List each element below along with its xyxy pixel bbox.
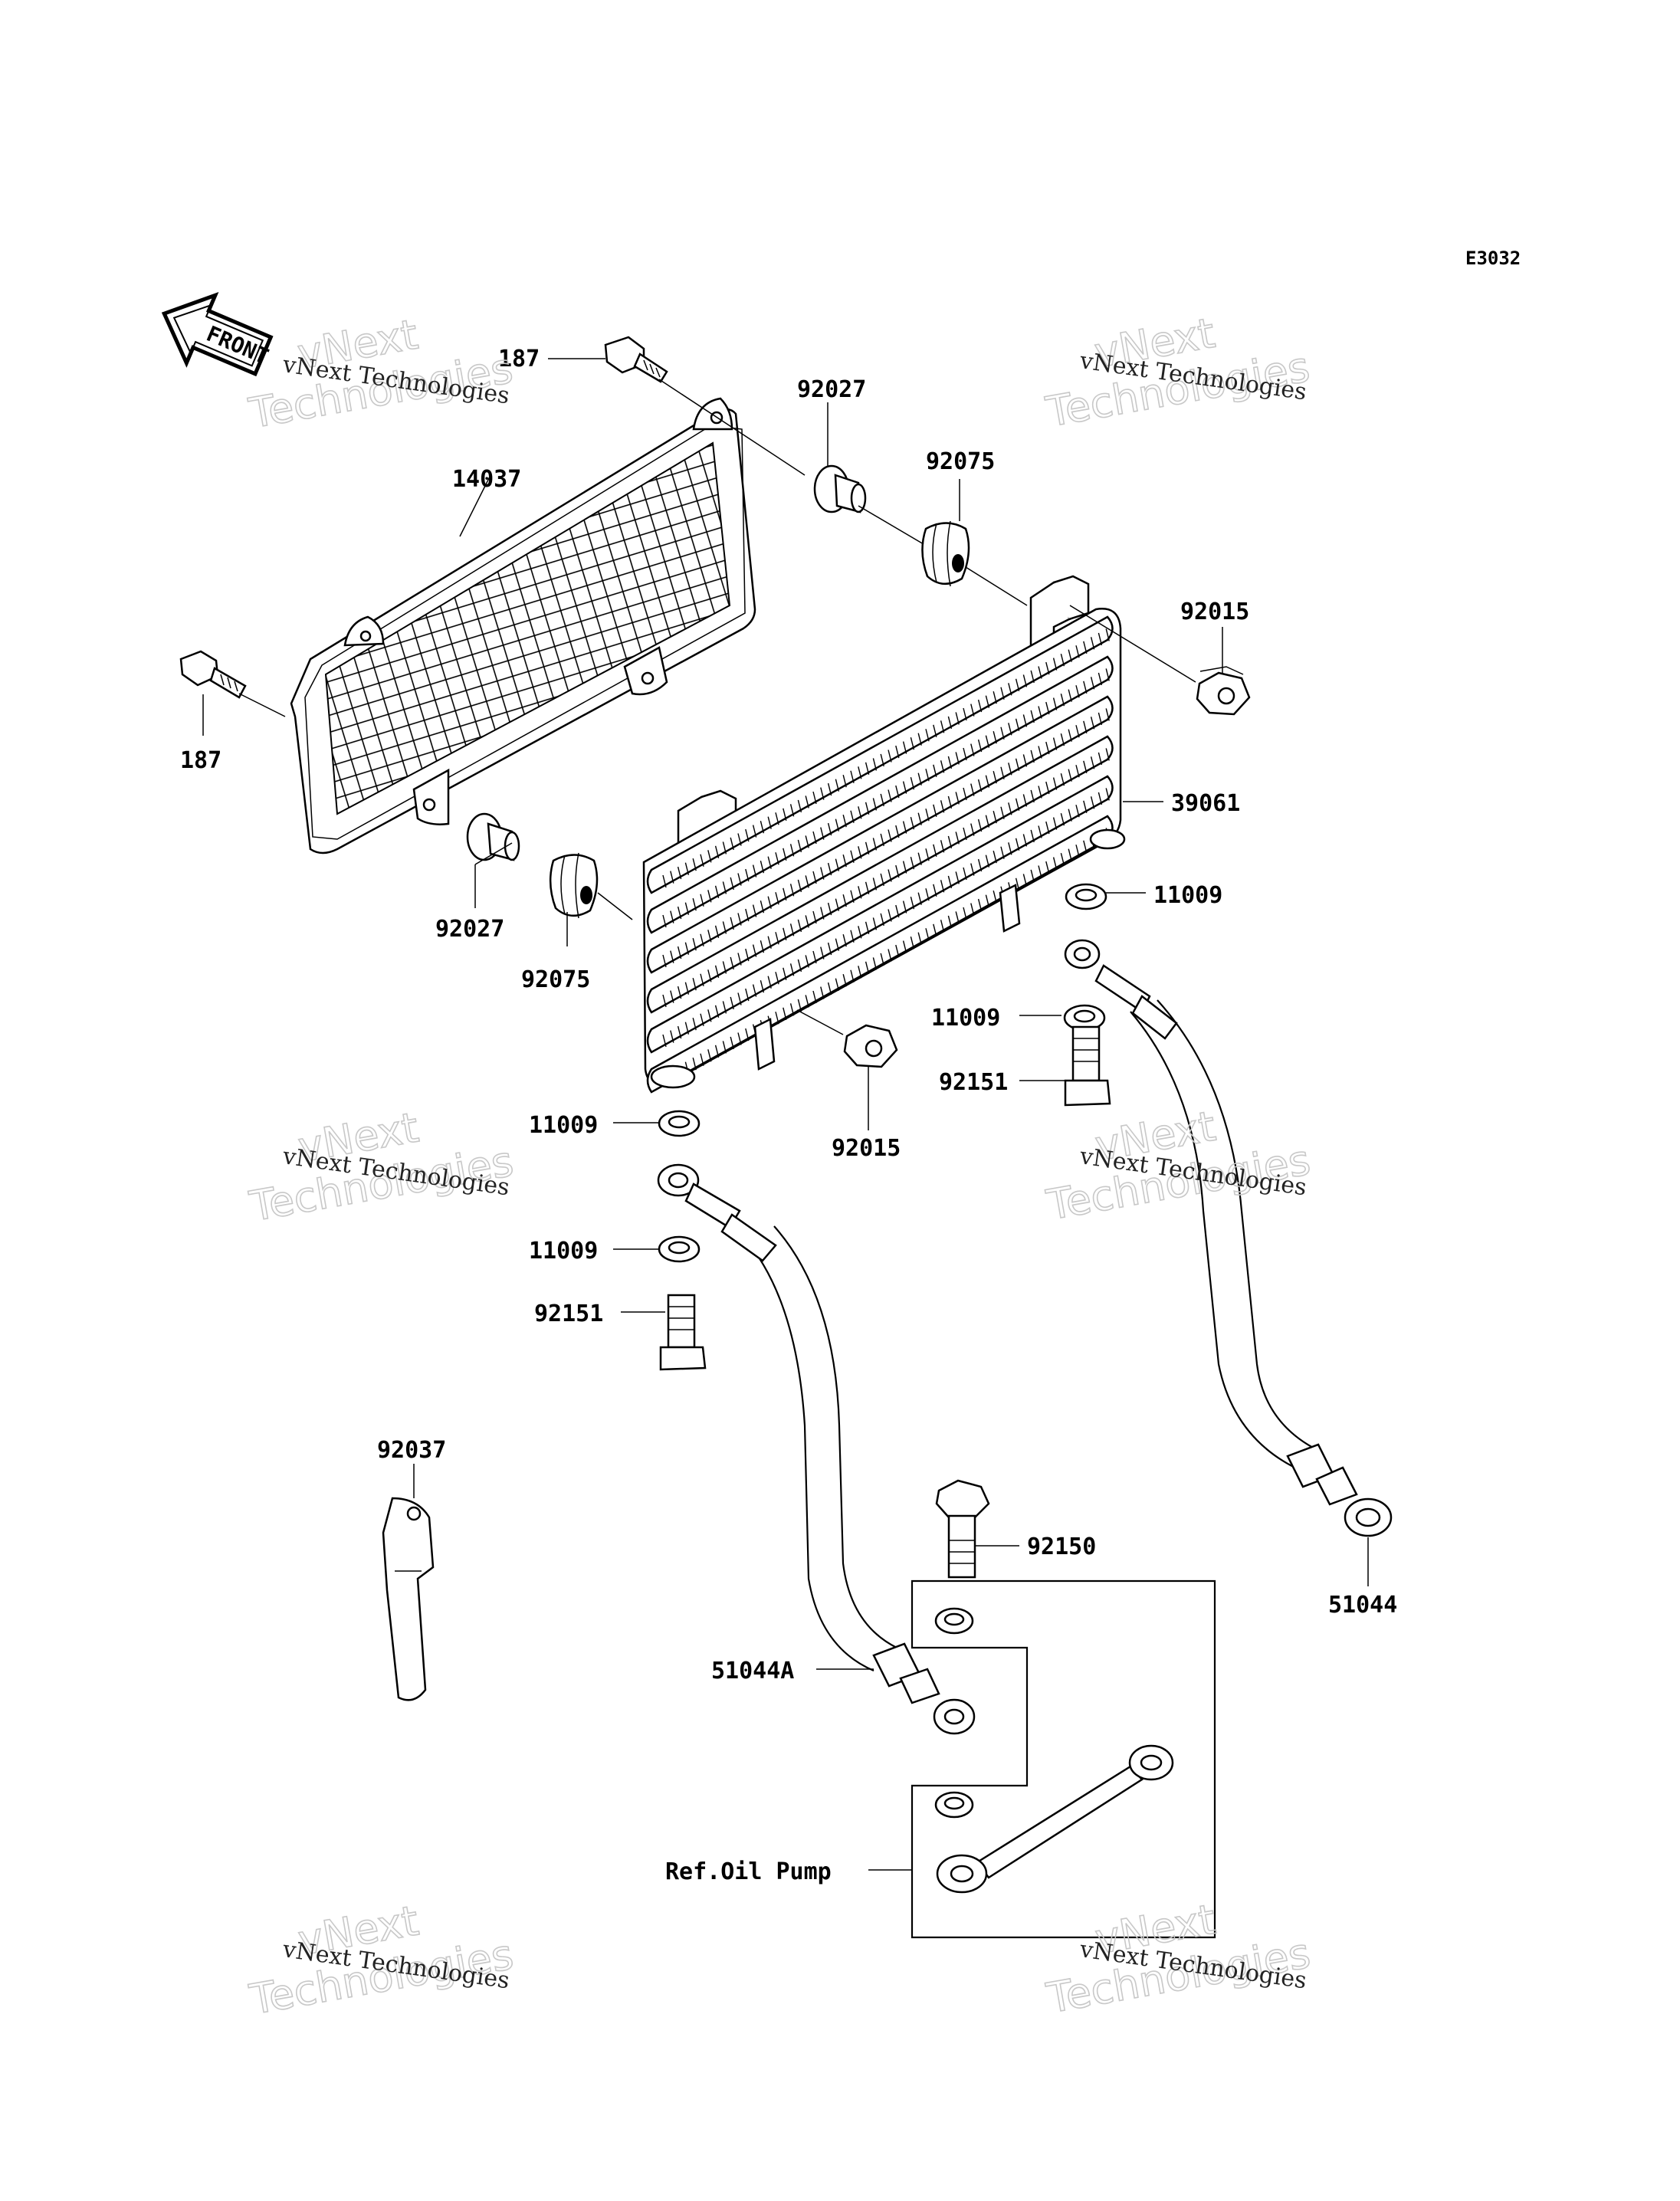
strap-92037	[382, 1497, 435, 1701]
label-ref-oil-pump: Ref.Oil Pump	[665, 1858, 832, 1885]
diagram-code: E3032	[1465, 248, 1521, 269]
label-14037: 14037	[452, 466, 521, 493]
front-arrow-icon: FRONT	[161, 292, 274, 377]
label-92015-top: 92015	[1180, 599, 1249, 625]
cooler-fin-row	[646, 775, 1114, 1054]
cooler-fin-row	[646, 695, 1114, 974]
label-11009-c: 11009	[529, 1112, 598, 1139]
washer-11009-b	[1063, 1004, 1106, 1032]
leader-lines	[202, 358, 1369, 1871]
washer-11009-a	[1065, 883, 1107, 910]
washer-11009-c	[658, 1110, 701, 1137]
label-92075-top: 92075	[926, 448, 995, 475]
collar-92027-bottom	[466, 812, 520, 861]
nut-92015-top	[1196, 666, 1251, 716]
bolt-187-left	[179, 650, 247, 699]
cooler-fin-hatch	[662, 668, 1110, 928]
hose-51044	[1064, 939, 1393, 1537]
cooler-fin-hatch	[662, 788, 1110, 1048]
cooler-fin-hatch	[662, 708, 1110, 968]
oil-cooler-39061	[642, 575, 1126, 1094]
label-51044a: 51044A	[711, 1658, 794, 1684]
label-92027-top: 92027	[797, 376, 866, 403]
bolt-187-top	[604, 336, 668, 383]
nut-92015-bottom	[843, 1024, 898, 1068]
collar-92027-top	[813, 464, 867, 513]
hose-51044a	[657, 1163, 976, 1735]
label-92151-right: 92151	[939, 1069, 1008, 1096]
cooler-fin-hatch	[662, 748, 1110, 1008]
label-187-top: 187	[498, 346, 540, 372]
label-92150: 92150	[1027, 1533, 1096, 1560]
washer-11009-d	[658, 1235, 701, 1263]
label-92015-bottom: 92015	[832, 1135, 901, 1162]
cooler-fin-hatch	[662, 628, 1110, 888]
cooler-fin-row	[646, 655, 1114, 934]
label-187-left: 187	[180, 747, 221, 774]
banjo-bolt-92151-right	[1064, 1025, 1111, 1107]
label-92037: 92037	[377, 1437, 446, 1464]
bolt-92150	[935, 1479, 990, 1579]
grommet-92075-top	[921, 520, 970, 587]
label-11009-d: 11009	[529, 1238, 598, 1265]
cooler-guard-14037	[290, 397, 756, 854]
label-11009-b: 11009	[931, 1005, 1000, 1032]
label-51044: 51044	[1328, 1592, 1397, 1619]
label-92027-bottom: 92027	[435, 916, 504, 943]
cooler-fin-row	[646, 735, 1114, 1014]
ref-oil-pump-box	[911, 1579, 1216, 1939]
grommet-92075-bottom	[549, 852, 599, 919]
banjo-bolt-92151-left	[659, 1294, 707, 1371]
label-11009-a: 11009	[1153, 882, 1222, 909]
label-39061: 39061	[1171, 790, 1240, 817]
cooler-fin-row	[646, 615, 1114, 894]
label-92151-left: 92151	[534, 1301, 603, 1327]
label-92075-bottom: 92075	[521, 966, 590, 993]
